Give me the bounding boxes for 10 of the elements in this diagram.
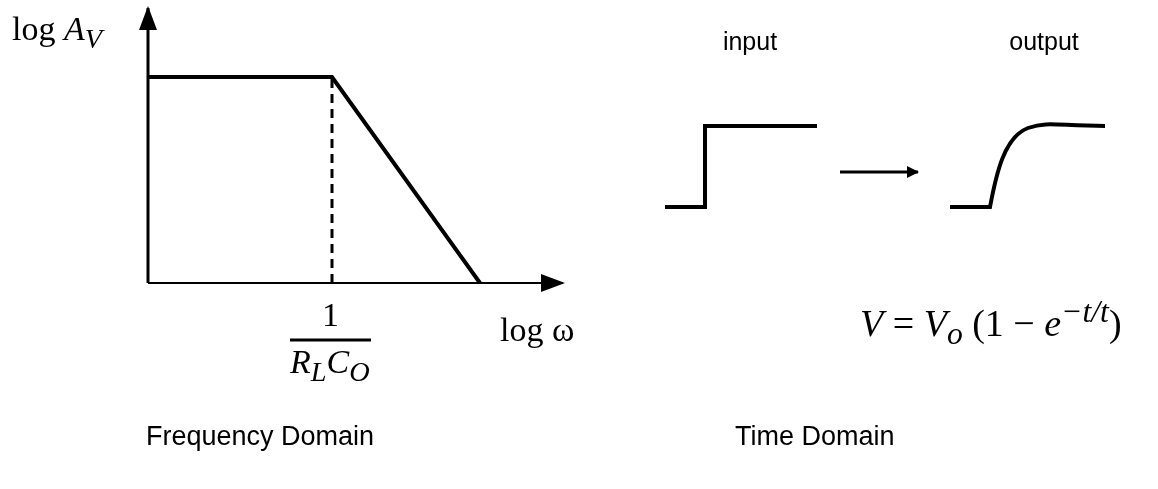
arrow [840, 166, 919, 178]
panel-title: Frequency Domain [146, 423, 375, 450]
waveform-title: input [721, 29, 779, 54]
axis-label: 1 [322, 298, 339, 332]
waveform-title: output [1008, 29, 1080, 54]
formula: V = V$_{o}$ (1 − e$^{−t/t}$) [860, 296, 1122, 350]
axis-label: log A$_{V}$ [12, 12, 103, 54]
panel-title: Time Domain [735, 423, 895, 450]
axis-label: R$_{L}$C$_{O}$ [290, 345, 370, 387]
axis-label: log ω [500, 313, 575, 347]
